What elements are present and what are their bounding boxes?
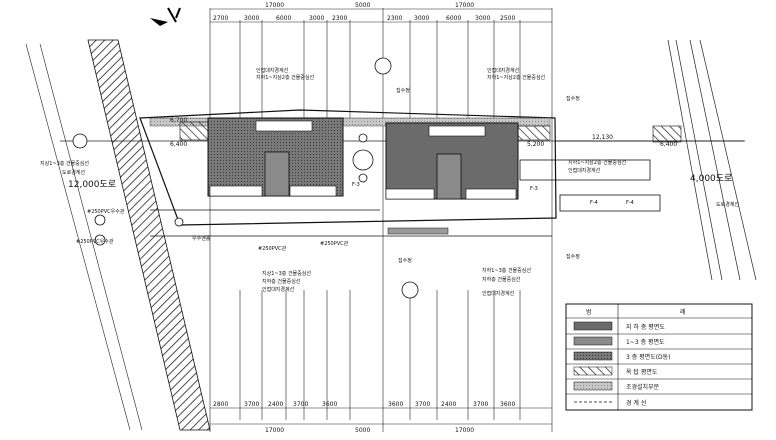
dim-bottom-left-2: 3700 xyxy=(244,401,259,408)
hatched-area-3 xyxy=(652,125,682,143)
left-boundary-line-2 xyxy=(39,43,143,431)
label-10: 인접대지경계선 xyxy=(568,167,601,174)
label-20: 지하층 건물중심선 xyxy=(262,278,301,285)
legend-swatch-1 xyxy=(573,321,613,331)
label-8: 도로경계선 xyxy=(62,169,85,176)
legend-item-4: 옥 탑 평면도 xyxy=(626,368,658,376)
dim-bottom-right-2: 3700 xyxy=(415,401,430,408)
dim-bottom-right-3: 2400 xyxy=(441,401,456,408)
legend-header-left: 범 xyxy=(586,308,592,316)
dim-top-right-2: 3000 xyxy=(414,15,429,22)
top-dimension-lines xyxy=(210,8,552,425)
dim-6700: 6,700 xyxy=(170,117,187,124)
building-right-core xyxy=(436,153,462,200)
road-right-label: 4,000도로 xyxy=(690,174,732,184)
dim-6400b: 6,400 xyxy=(660,141,677,148)
label-23: 지하층 건물중심선 xyxy=(482,276,521,283)
left-boundary-line xyxy=(25,43,131,431)
label-4: 지하1~지상2층 건물중심선 xyxy=(487,74,546,81)
label-6: 집수정 xyxy=(566,95,580,102)
left-road-hatch xyxy=(87,39,211,431)
road-left-label: 12,000도로 xyxy=(68,180,116,190)
label-21: 인접대지경계선 xyxy=(262,286,295,293)
label-3: 인접대지경계선 xyxy=(487,67,520,74)
building-left-opening xyxy=(255,120,313,132)
north-arrow-icon xyxy=(150,7,181,26)
dim-bottom-total-right: 17000 xyxy=(455,427,474,434)
site-outline xyxy=(139,109,557,226)
label-24: 인접대지경계선 xyxy=(482,290,515,297)
label-11: 도로경계선 xyxy=(716,201,739,208)
dim-top-left-2: 3000 xyxy=(244,15,259,22)
dim-top-right-5: 2500 xyxy=(500,15,515,22)
legend-swatch-2 xyxy=(573,336,613,346)
dim-bottom-right-1: 3600 xyxy=(388,401,403,408)
building-left-core xyxy=(264,151,290,197)
dim-bottom-right-5: 3600 xyxy=(500,401,515,408)
legend-item-3: 3 층 평면도(D동) xyxy=(626,353,671,361)
legend-item-2: 1~3 층 평면도 xyxy=(626,338,665,346)
label-15: #250PVC관 xyxy=(258,245,287,252)
building-right-notch-1 xyxy=(385,188,435,200)
dim-top-left-4: 3000 xyxy=(309,15,324,22)
hatched-area-2 xyxy=(517,125,551,141)
dim-top-right-1: 2300 xyxy=(387,15,402,22)
dim-top-right-4: 3000 xyxy=(475,15,490,22)
dim-5200: 5,200 xyxy=(527,141,544,148)
dim-bottom-total-mid: 5000 xyxy=(355,427,370,434)
building-right-opening xyxy=(428,125,486,137)
legend-swatch-5 xyxy=(573,381,613,391)
dim-top-total-left: 17000 xyxy=(265,2,284,9)
dim-bottom-left-1: 2800 xyxy=(213,401,228,408)
hatched-area-1 xyxy=(179,121,209,141)
dim-top-left-3: 6000 xyxy=(276,15,291,22)
label-13: #250PVC우수관 xyxy=(76,238,114,245)
label-16: #250PVC관 xyxy=(320,240,349,247)
label-25: F-4 xyxy=(590,200,598,206)
label-28: F-3 xyxy=(530,186,538,192)
label-1: 인접대지경계선 xyxy=(256,67,289,74)
dim-bottom-total-left: 17000 xyxy=(265,427,284,434)
dim-top-left-5: 2300 xyxy=(332,15,347,22)
label-5: 집수정 xyxy=(396,87,410,94)
label-14: 우수맨홀 xyxy=(192,235,211,242)
dim-bottom-left-5: 3600 xyxy=(322,401,337,408)
dim-bottom-left-3: 2400 xyxy=(268,401,283,408)
right-side-blocks xyxy=(519,140,744,212)
manholes xyxy=(72,57,419,299)
label-9: 지하1~지상2층 건물중심선 xyxy=(568,159,627,166)
drain-strip xyxy=(387,227,449,235)
label-2: 지하1~지상2층 건물중심선 xyxy=(256,74,315,81)
label-12: #250PVC우수관 xyxy=(87,208,125,215)
dim-top-total-mid: 5000 xyxy=(355,2,370,9)
dim-top-left-1: 2700 xyxy=(213,15,228,22)
label-19: 지상1~3층 건물중심선 xyxy=(262,270,311,277)
dim-top-total-right: 17000 xyxy=(455,2,474,9)
label-27: F-3 xyxy=(352,182,360,188)
label-17: 집수정 xyxy=(398,257,412,264)
building-right-notch-2 xyxy=(465,188,517,200)
legend-swatch-3 xyxy=(573,351,613,361)
legend-box xyxy=(565,303,753,411)
label-7: 지상1~3층 건물중심선 xyxy=(40,160,89,167)
legend-swatch-4 xyxy=(573,366,613,376)
building-left-notch-1 xyxy=(209,185,263,197)
dim-12130: 12,130 xyxy=(592,134,613,141)
dim-top-right-3: 6000 xyxy=(446,15,461,22)
legend-header-right: 례 xyxy=(680,308,686,316)
dim-6400: 6,400 xyxy=(170,141,187,148)
dim-bottom-right-4: 3700 xyxy=(473,401,488,408)
label-22: 지하1~3층 건물중심선 xyxy=(482,267,531,274)
right-road-lines xyxy=(667,39,757,281)
label-18: 집수정 xyxy=(566,253,580,260)
legend-item-5: 조경설치부분 xyxy=(626,383,660,391)
dim-bottom-left-4: 3700 xyxy=(293,401,308,408)
label-26: F-4 xyxy=(626,200,634,206)
building-left-notch-2 xyxy=(289,185,337,197)
legend-item-6: 경 계 선 xyxy=(626,399,646,407)
dimension-gridlines xyxy=(209,8,553,432)
legend-item-1: 지 하 층 평면도 xyxy=(626,323,665,331)
